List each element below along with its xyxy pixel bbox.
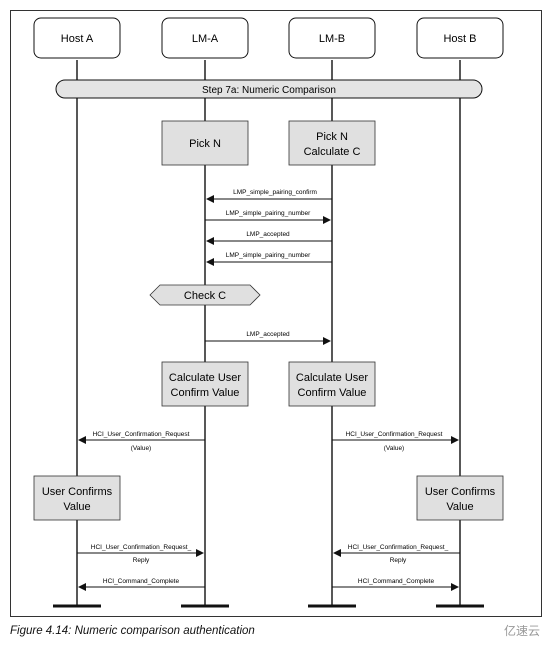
participant-host-a: Host A: [33, 17, 121, 59]
participant-label: Host A: [61, 33, 94, 45]
message-label: HCI_User_Confirmation_Request: [346, 431, 443, 438]
watermark: 亿速云: [503, 624, 540, 638]
message-5: LMP_accepted: [205, 331, 331, 345]
message-label: HCI_Command_Complete: [103, 578, 180, 585]
message-8-b: HCI_Command_Complete: [332, 578, 459, 591]
message-label: LMP_simple_pairing_confirm: [233, 189, 317, 196]
message-sublabel: (Value): [131, 445, 151, 452]
message-8-a: HCI_Command_Complete: [78, 578, 205, 591]
participant-label: LM-A: [192, 33, 219, 45]
message-label: LMP_simple_pairing_number: [226, 210, 311, 217]
message-label: LMP_simple_pairing_number: [226, 252, 311, 259]
box-line: User Confirms: [425, 486, 496, 498]
pick-n-line: Pick N: [316, 131, 348, 143]
pick-n-label: Pick N: [189, 138, 221, 150]
message-label: HCI_User_Confirmation_Request_: [348, 544, 449, 551]
message-sublabel: Reply: [133, 557, 150, 564]
box-line: Calculate User: [169, 372, 241, 384]
message-sublabel: (Value): [384, 445, 404, 452]
message-4: LMP_simple_pairing_number: [206, 252, 332, 266]
message-label: HCI_User_Confirmation_Request: [93, 431, 190, 438]
check-c-label: Check C: [184, 290, 226, 302]
calculate-user-confirm-value-a: Calculate User Confirm Value: [161, 361, 249, 407]
step-banner-label: Step 7a: Numeric Comparison: [202, 85, 336, 96]
box-line: Confirm Value: [298, 387, 367, 399]
participant-label: LM-B: [319, 33, 345, 45]
message-sublabel: Reply: [390, 557, 407, 564]
pick-n-box: Pick N: [161, 120, 249, 166]
message-label: HCI_User_Confirmation_Request_: [91, 544, 192, 551]
box-line: Confirm Value: [171, 387, 240, 399]
message-label: LMP_accepted: [246, 331, 290, 338]
participant-lm-a: LM-A: [161, 17, 249, 59]
message-3: LMP_accepted: [206, 231, 332, 245]
message-label: LMP_accepted: [246, 231, 290, 238]
pick-n-calculate-c-box: Pick N Calculate C: [288, 120, 376, 166]
step-banner: Step 7a: Numeric Comparison: [55, 79, 483, 99]
message-label: HCI_Command_Complete: [358, 578, 435, 585]
box-line: Calculate User: [296, 372, 368, 384]
user-confirms-value-b: User Confirms Value: [416, 475, 504, 521]
message-1: LMP_simple_pairing_confirm: [206, 189, 332, 203]
calculate-user-confirm-value-b: Calculate User Confirm Value: [288, 361, 376, 407]
calculate-c-line: Calculate C: [304, 146, 361, 158]
message-6-b: HCI_User_Confirmation_Request (Value): [332, 431, 459, 452]
message-2: LMP_simple_pairing_number: [205, 210, 331, 224]
user-confirms-value-a: User Confirms Value: [33, 475, 121, 521]
check-c-box: Check C: [149, 284, 261, 306]
box-line: User Confirms: [42, 486, 113, 498]
participant-host-b: Host B: [416, 17, 504, 59]
participant-label: Host B: [443, 33, 476, 45]
figure-caption: Figure 4.14: Numeric comparison authenti…: [10, 625, 255, 637]
message-6-a: HCI_User_Confirmation_Request (Value): [78, 431, 205, 452]
message-7-a: HCI_User_Confirmation_Request_ Reply: [77, 544, 204, 564]
box-line: Value: [63, 501, 90, 513]
diagram-frame: [10, 10, 542, 617]
participant-lm-b: LM-B: [288, 17, 376, 59]
box-line: Value: [446, 501, 473, 513]
message-7-b: HCI_User_Confirmation_Request_ Reply: [333, 544, 460, 564]
